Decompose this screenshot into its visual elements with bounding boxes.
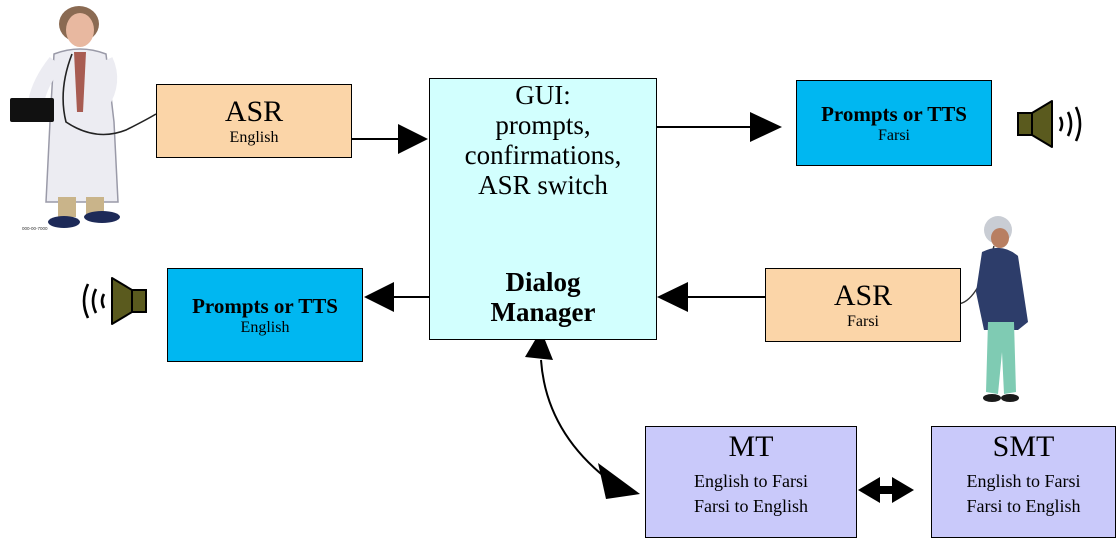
- asr-farsi-title: ASR: [833, 278, 893, 312]
- gui-line-1: GUI:: [515, 80, 571, 110]
- tts-farsi-box: Prompts or TTS Farsi: [796, 80, 992, 166]
- badge-text: 000-00-7000: [22, 226, 48, 231]
- gui-line-4: ASR switch: [478, 170, 608, 200]
- mt-line-2: Farsi to English: [693, 496, 808, 516]
- smt-box: SMT English to Farsi Farsi to English: [931, 426, 1116, 538]
- smt-line-1: English to Farsi: [966, 471, 1081, 491]
- asr-farsi-lang: Farsi: [847, 312, 879, 330]
- arrow-asr-farsi-to-dm: [657, 282, 765, 312]
- speaker-right-icon: [1017, 100, 1082, 148]
- gui-line-3: confirmations,: [464, 140, 622, 170]
- tts-english-lang: English: [240, 318, 290, 336]
- dialog-manager-box: GUI: prompts, confirmations, ASR switch …: [429, 78, 657, 340]
- gui-line-2: prompts,: [495, 110, 591, 140]
- smt-line-2: Farsi to English: [966, 496, 1081, 516]
- smt-title: SMT: [992, 430, 1055, 463]
- asr-english-lang: English: [229, 128, 279, 146]
- dialog-manager-title: Dialog Manager: [430, 267, 656, 327]
- tts-farsi-title: Prompts or TTS: [821, 101, 967, 126]
- patient-figure: [958, 216, 1028, 402]
- asr-english-title: ASR: [224, 94, 284, 128]
- mt-line-1: English to Farsi: [693, 471, 808, 491]
- arrow-dm-to-tts-english: [364, 282, 429, 312]
- arrow-dm-to-tts-farsi: [657, 112, 782, 142]
- tts-english-title: Prompts or TTS: [192, 293, 338, 318]
- arrow-dm-mt-bidirectional: [525, 330, 640, 499]
- dm-title-line-2: Manager: [490, 297, 596, 327]
- arrow-mt-smt-bidirectional: [858, 477, 914, 503]
- doctor-figure: 000-00-7000: [10, 6, 156, 231]
- tts-english-box: Prompts or TTS English: [167, 268, 363, 362]
- speaker-left-icon: [82, 277, 147, 325]
- tts-farsi-lang: Farsi: [878, 126, 910, 144]
- mt-title: MT: [728, 430, 774, 463]
- dm-title-line-1: Dialog: [505, 267, 581, 297]
- arrow-asr-english-to-dm: [352, 124, 428, 154]
- asr-english-box: ASR English: [156, 84, 352, 158]
- asr-farsi-box: ASR Farsi: [765, 268, 961, 342]
- mt-box: MT English to Farsi Farsi to English: [645, 426, 857, 538]
